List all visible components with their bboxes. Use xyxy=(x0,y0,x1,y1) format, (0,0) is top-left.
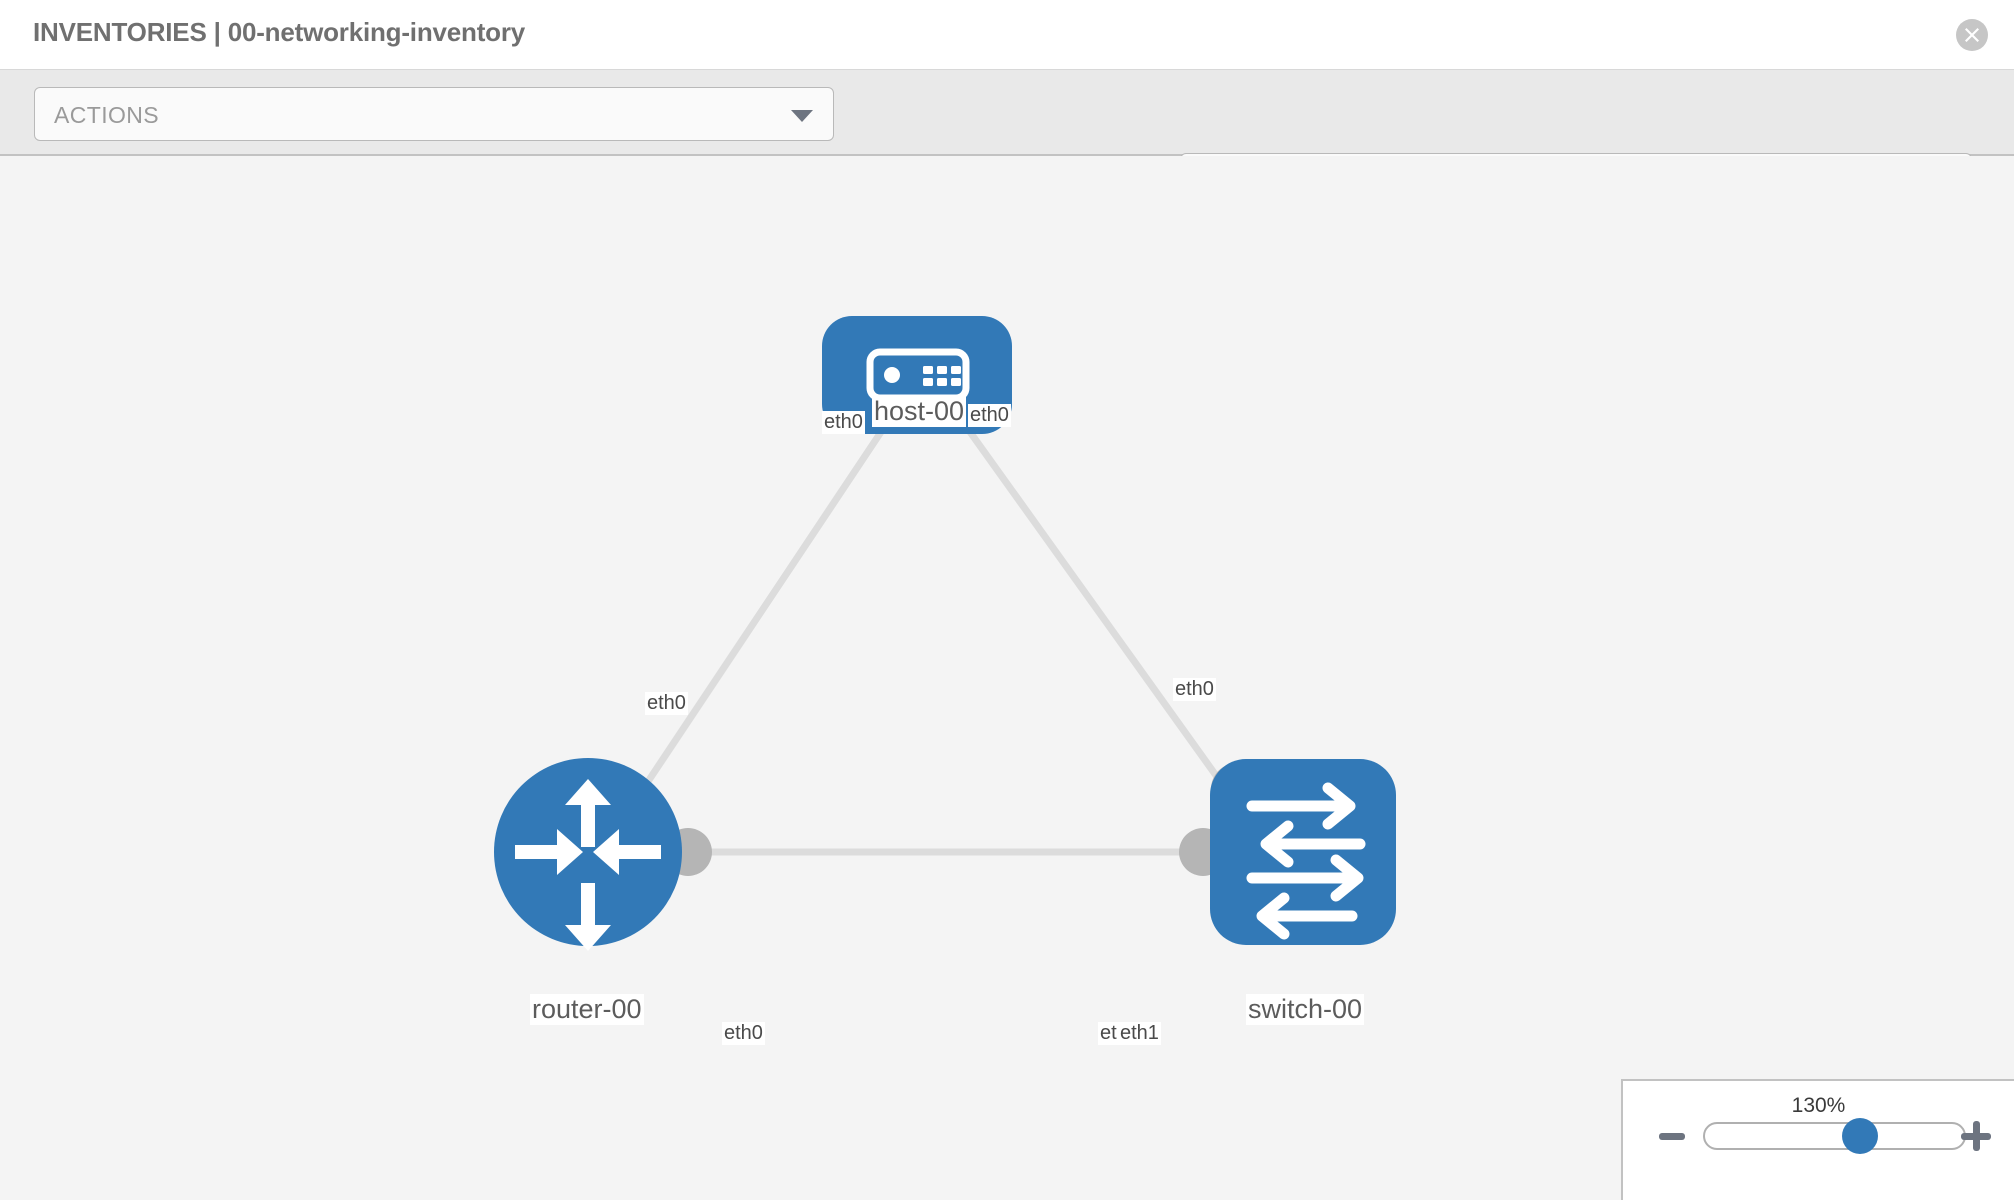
edge-label-host-router-source: eth0 xyxy=(822,411,865,434)
edge-label-router-switch-source: eth0 xyxy=(722,1022,765,1045)
chevron-down-icon xyxy=(791,110,813,122)
topology-graph xyxy=(494,316,1396,951)
edge-label-router-switch-target: eth1 xyxy=(1118,1022,1161,1045)
zoom-control-panel: 130% xyxy=(1621,1079,2014,1200)
node-label-switch-00: switch-00 xyxy=(1246,994,1365,1025)
edge-label-host-router-target: eth0 xyxy=(645,692,688,715)
node-router-00[interactable] xyxy=(494,758,682,951)
topology-links xyxy=(622,408,1248,856)
link-host-router xyxy=(622,409,898,818)
link-host-switch xyxy=(952,408,1248,819)
node-label-router-00: router-00 xyxy=(530,994,644,1025)
node-label-host-00: host-00 xyxy=(872,396,967,427)
node-switch-00[interactable] xyxy=(1210,759,1396,945)
zoom-slider-thumb[interactable] xyxy=(1842,1118,1879,1154)
close-icon[interactable] xyxy=(1956,19,1988,51)
page-title: INVENTORIES | 00-networking-inventory xyxy=(33,17,526,47)
toolbar: ACTIONS SEARCH xyxy=(0,70,2014,207)
page-header: INVENTORIES | 00-networking-inventory xyxy=(0,0,2014,70)
plus-icon[interactable] xyxy=(1961,1121,1991,1151)
zoom-slider-track[interactable] xyxy=(1703,1118,1966,1154)
minus-icon[interactable] xyxy=(1659,1133,1685,1140)
edge-label-host-switch-source: eth0 xyxy=(968,404,1011,427)
actions-dropdown-label: ACTIONS xyxy=(54,102,160,128)
actions-dropdown[interactable]: ACTIONS xyxy=(34,87,834,141)
topology-canvas[interactable]: host-00 router-00 switch-00 eth0 eth0 et… xyxy=(0,156,2014,1200)
zoom-level-value: 130% xyxy=(1791,1094,1846,1117)
edge-label-host-switch-target: eth0 xyxy=(1173,678,1216,701)
